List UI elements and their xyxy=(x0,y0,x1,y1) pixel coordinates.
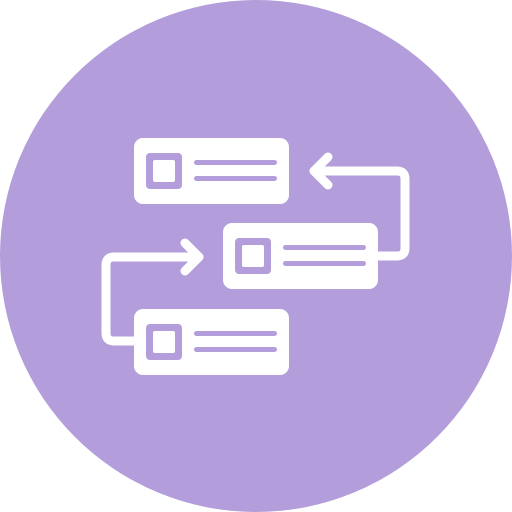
workflow-card-middle xyxy=(223,223,378,289)
connector-arrow-bottom xyxy=(101,238,204,346)
card-line-2 xyxy=(194,176,277,181)
workflow-card-bottom xyxy=(134,309,289,375)
card-thumbnail-inner xyxy=(153,331,175,353)
card-thumbnail-inner xyxy=(153,160,175,182)
card-line-1 xyxy=(194,331,277,336)
connector-line xyxy=(309,166,410,261)
arrow-head-left-icon xyxy=(309,152,333,190)
card-line-2 xyxy=(283,261,366,266)
card-line-1 xyxy=(194,160,277,165)
card-line-2 xyxy=(194,347,277,352)
connector-arrow-top xyxy=(309,152,410,261)
card-line-1 xyxy=(283,245,366,250)
card-thumbnail-inner xyxy=(242,245,264,267)
connector-line xyxy=(101,252,204,346)
workflow-card-top xyxy=(134,138,289,204)
arrow-head-right-icon xyxy=(180,238,204,276)
